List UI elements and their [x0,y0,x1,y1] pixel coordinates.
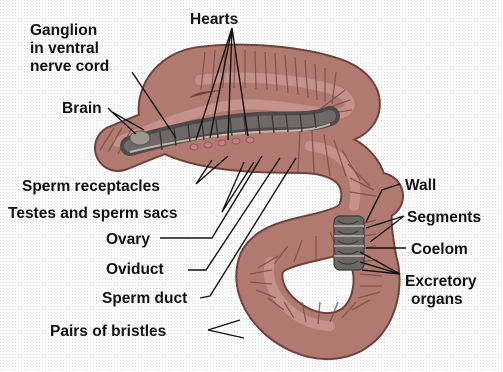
coelom-cutaway [334,216,364,270]
label-brain: Brain [62,100,102,117]
label-coelom: Coelom [411,241,468,258]
label-hearts: Hearts [190,11,238,28]
label-segments: Segments [407,209,481,226]
label-ganglion-line1: Ganglion [30,22,97,39]
label-sperm-duct: Sperm duct [102,290,187,307]
label-excretory-line2: organs [411,291,463,308]
label-pairs-of-bristles: Pairs of bristles [50,323,166,340]
label-ganglion-line3: nerve cord [30,58,109,75]
label-ovary: Ovary [106,231,150,248]
label-testes-sperm-sacs: Testes and sperm sacs [8,205,177,222]
label-oviduct: Oviduct [106,261,164,278]
label-excretory-line1: Excretory [405,273,477,290]
label-wall: Wall [405,177,436,194]
label-sperm-receptacles: Sperm receptacles [22,178,160,195]
label-ganglion-line2: in ventral [30,40,99,57]
